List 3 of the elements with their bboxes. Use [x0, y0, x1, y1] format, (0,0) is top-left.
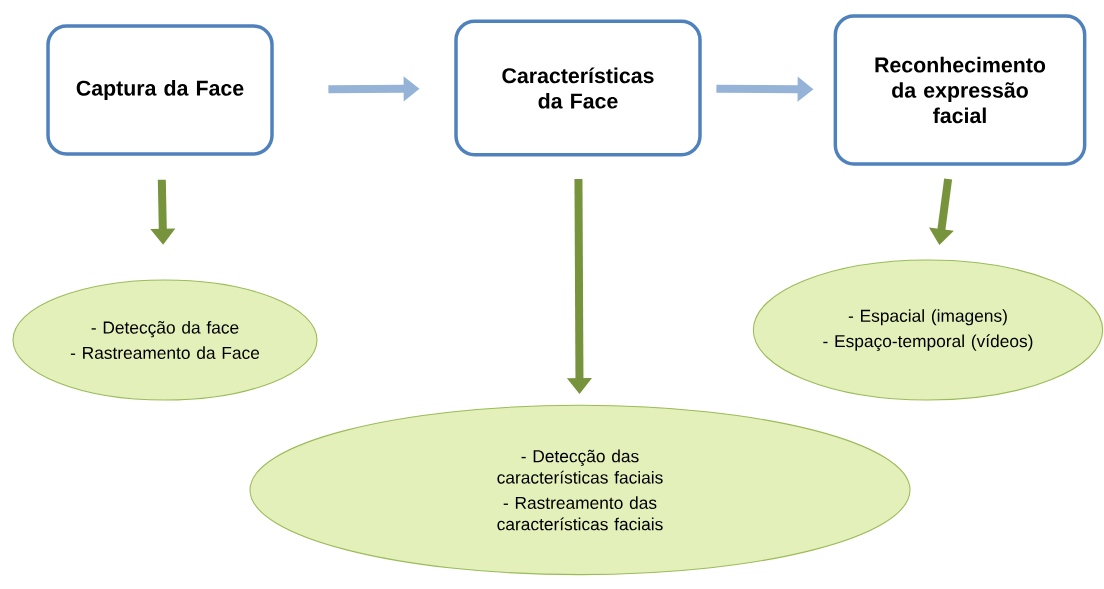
process-box: Reconhecimento da expressão facial — [833, 14, 1087, 166]
process-box: Captura da Face — [46, 24, 274, 156]
process-box: Características da Face — [454, 19, 702, 157]
